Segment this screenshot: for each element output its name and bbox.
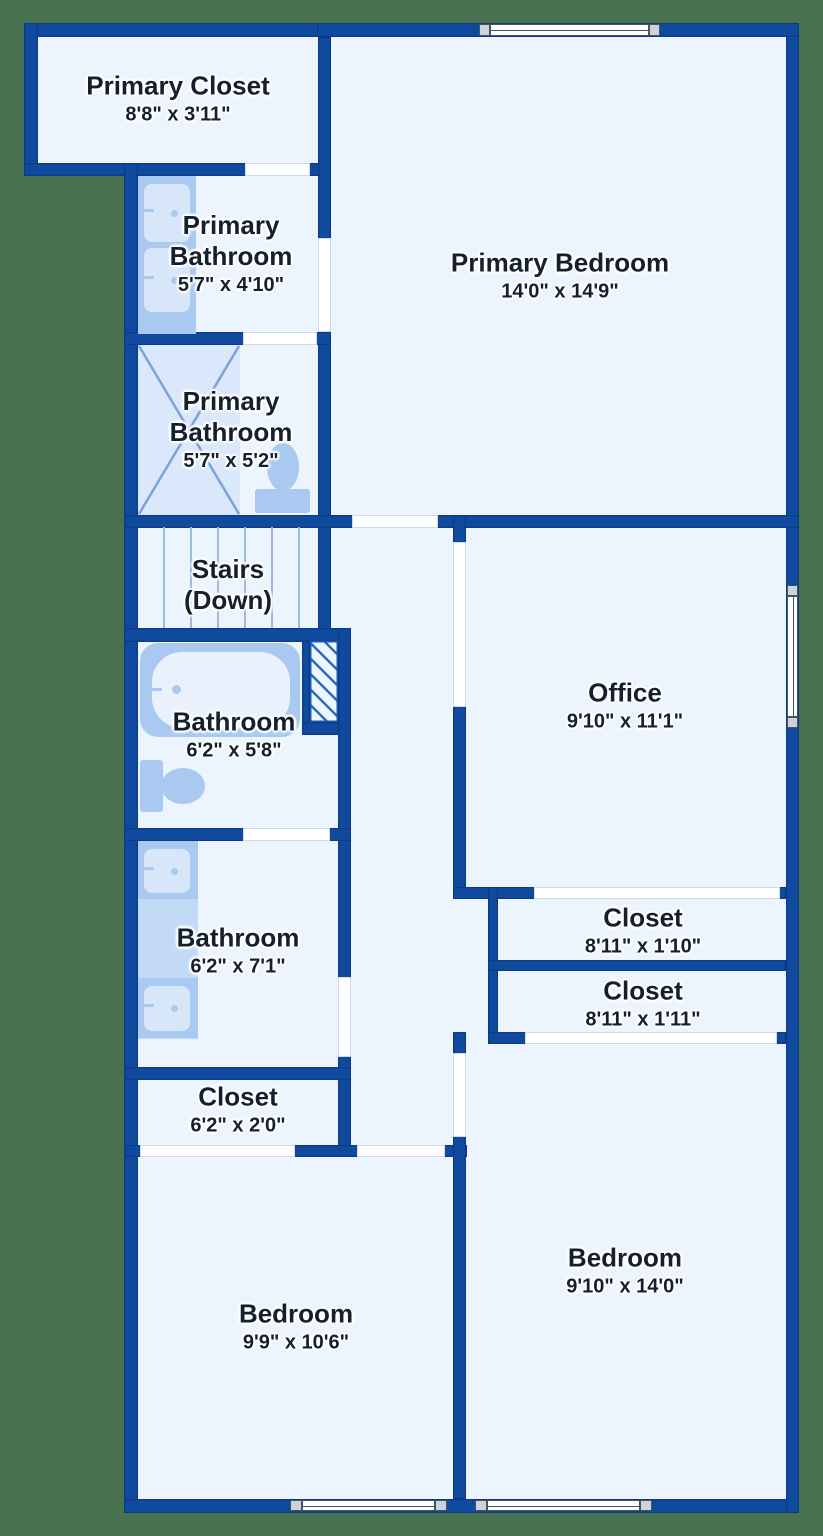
- room-dims: 9'9" x 10'6": [242, 1331, 350, 1354]
- room-label-primary-bathroom-upper: Primary Bathroom 5'7" x 4'10": [136, 210, 326, 298]
- door-opening: [318, 238, 331, 332]
- room-name: Closet: [603, 902, 683, 933]
- room-dims: 6'2" x 7'1": [190, 955, 286, 978]
- wall: [488, 960, 786, 971]
- sink: [144, 248, 190, 312]
- room-name: Bedroom: [238, 1298, 354, 1329]
- room-name: Closet: [603, 975, 683, 1006]
- room-label-bathroom-lower: Bathroom 6'2" x 7'1": [177, 922, 300, 979]
- door-opening: [243, 332, 317, 345]
- door-opening: [140, 1145, 295, 1157]
- door-opening: [245, 163, 310, 176]
- shower: [138, 345, 240, 515]
- room-name: Primary Bathroom: [169, 209, 293, 271]
- door-opening: [453, 1053, 466, 1137]
- room-dims: 9'10" x 11'1": [566, 710, 684, 733]
- room-dims: 14'0" x 14'9": [501, 280, 619, 303]
- room-label-primary-closet: Primary Closet 8'8" x 3'11": [86, 70, 270, 127]
- door-opening: [338, 977, 351, 1057]
- room-dims: 6'2" x 5'8": [186, 739, 282, 762]
- room-dims: 5'7" x 5'2": [183, 450, 279, 473]
- wall: [124, 1499, 799, 1513]
- room-label-closet-lower: Closet 8'11" x 1'11": [585, 975, 700, 1032]
- room-dims: 8'11" x 1'10": [584, 935, 702, 958]
- room-name: Primary Closet: [86, 70, 270, 101]
- door-opening: [525, 1032, 777, 1044]
- room-label-closet-upper: Closet 8'11" x 1'10": [585, 902, 701, 959]
- bathtub-drain: [172, 685, 181, 694]
- door-opening: [357, 1145, 445, 1157]
- wall: [24, 23, 38, 176]
- room-name: Office: [588, 677, 662, 708]
- hatched-area: [310, 641, 338, 722]
- room-label-bedroom-right: Bedroom 9'10" x 14'0": [566, 1242, 683, 1299]
- toilet-tank: [140, 760, 163, 812]
- wall: [786, 23, 799, 1513]
- floor-area: [317, 23, 799, 1513]
- room-dims: 6'2" x 2'0": [190, 1114, 286, 1137]
- wall: [24, 23, 330, 37]
- room-dims: 8'11" x 1'11": [585, 1008, 701, 1031]
- room-name: Bathroom: [172, 706, 296, 737]
- room-label-bathroom-upper: Bathroom 6'2" x 5'8": [173, 706, 296, 763]
- door-opening: [534, 887, 780, 899]
- toilet: [267, 443, 299, 491]
- bathtub-faucet: [152, 688, 162, 691]
- wall: [124, 628, 351, 642]
- sink: [144, 184, 190, 242]
- stairs-treads: [138, 527, 318, 628]
- wall: [453, 1032, 466, 1499]
- door-opening: [352, 515, 438, 528]
- room-name: Primary Bedroom: [450, 247, 670, 278]
- room-dims: 9'10" x 14'0": [566, 1275, 684, 1298]
- room-label-office: Office 9'10" x 11'1": [567, 677, 683, 734]
- room-name: Bathroom: [176, 922, 300, 953]
- room-name: Stairs: [191, 553, 265, 584]
- room-dims: 5'7" x 4'10": [177, 274, 285, 297]
- sink: [144, 986, 190, 1031]
- room-name: Primary Bathroom: [169, 385, 293, 447]
- wall: [302, 641, 310, 735]
- room-label-bedroom-left: Bedroom 9'9" x 10'6": [239, 1298, 353, 1355]
- room-name: Closet: [198, 1081, 278, 1112]
- floor-area: [24, 23, 330, 176]
- room-label-primary-bedroom: Primary Bedroom 14'0" x 14'9": [451, 247, 669, 304]
- room-name: Bedroom: [567, 1242, 683, 1273]
- toilet-tank: [255, 489, 310, 513]
- room-label-stairs: Stairs (Down): [184, 554, 272, 616]
- door-opening: [243, 828, 330, 841]
- door-opening: [453, 542, 466, 707]
- sink: [144, 849, 190, 893]
- toilet: [161, 768, 205, 804]
- wall: [124, 1067, 351, 1080]
- room-dims: (Down): [183, 585, 273, 615]
- room-dims: 8'8" x 3'11": [125, 103, 231, 126]
- room-label-closet-small: Closet 6'2" x 2'0": [190, 1081, 285, 1138]
- room-label-primary-bathroom-lower: Primary Bathroom 5'7" x 5'2": [136, 386, 326, 474]
